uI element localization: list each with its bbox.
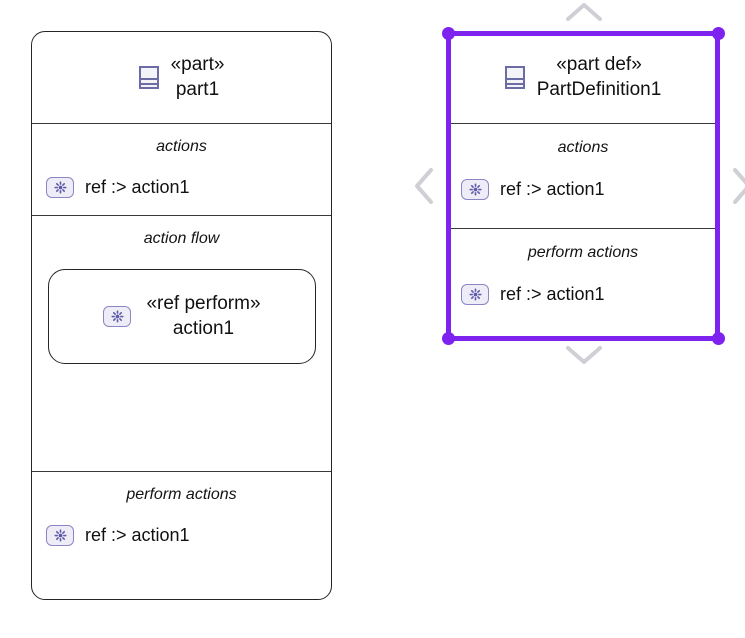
compartment-actions[interactable]: actions (447, 123, 719, 228)
feature-row[interactable]: ref :> action1 (447, 179, 719, 200)
compartment-actions[interactable]: actions (32, 123, 331, 215)
nested-node-stereotype: «ref perform» (146, 293, 261, 315)
node-part-usage[interactable]: «part» part1 actions (31, 31, 332, 600)
feature-text: ref :> action1 (500, 179, 605, 199)
node-name: PartDefinition1 (536, 78, 662, 100)
compartment-perform-actions[interactable]: perform actions (447, 228, 719, 340)
compartment-perform-actions[interactable]: perform actions (32, 471, 331, 597)
action-icon (46, 525, 74, 546)
feature-row[interactable]: ref :> action1 (32, 525, 331, 546)
compartment-label: actions (156, 138, 207, 155)
feature-row[interactable]: ref :> action1 (32, 177, 331, 198)
action-icon (461, 284, 489, 305)
selection-border-bottom (446, 336, 720, 341)
compartment-label: perform actions (126, 486, 237, 503)
feature-text: ref :> action1 (500, 284, 605, 304)
selection-handle-top-right[interactable] (712, 27, 725, 40)
node-name: part1 (175, 78, 220, 100)
chevron-down-icon[interactable] (566, 345, 602, 365)
feature-row[interactable]: ref :> action1 (447, 284, 719, 305)
node-header-text: «part def» PartDefinition1 (537, 53, 662, 102)
node-header-part-definition[interactable]: «part def» PartDefinition1 (447, 32, 719, 123)
chevron-left-icon[interactable] (414, 168, 434, 204)
selection-handle-bottom-left[interactable] (442, 332, 455, 345)
chevron-right-icon[interactable] (732, 168, 745, 204)
part-icon (504, 66, 525, 89)
compartment-label: actions (557, 139, 609, 156)
part-icon (138, 66, 159, 89)
compartment-label: perform actions (527, 244, 639, 261)
nested-node-name: action1 (172, 317, 235, 339)
action-icon (461, 179, 489, 200)
action-icon (103, 306, 132, 327)
selection-handle-top-left[interactable] (442, 27, 455, 40)
feature-text: ref :> action1 (85, 525, 190, 545)
nested-node-ref-perform[interactable]: «ref perform» action1 (48, 269, 316, 364)
node-header-part-usage[interactable]: «part» part1 (32, 32, 331, 123)
node-stereotype: «part def» (556, 53, 642, 75)
selection-handle-bottom-right[interactable] (712, 332, 725, 345)
action-icon (46, 177, 74, 198)
selection-border-left (446, 31, 451, 341)
compartment-label: action flow (143, 230, 220, 247)
selection-border-top (446, 31, 720, 36)
selection-border-right (715, 31, 720, 341)
nested-node-text: «ref perform» action1 (146, 292, 260, 341)
feature-text: ref :> action1 (85, 177, 190, 197)
chevron-up-icon[interactable] (566, 2, 602, 22)
compartment-action-flow[interactable]: action flow (32, 215, 331, 471)
node-part-definition[interactable]: «part def» PartDefinition1 actions (446, 31, 720, 341)
node-stereotype: «part» (170, 53, 225, 75)
node-header-text: «part» part1 (171, 53, 225, 102)
